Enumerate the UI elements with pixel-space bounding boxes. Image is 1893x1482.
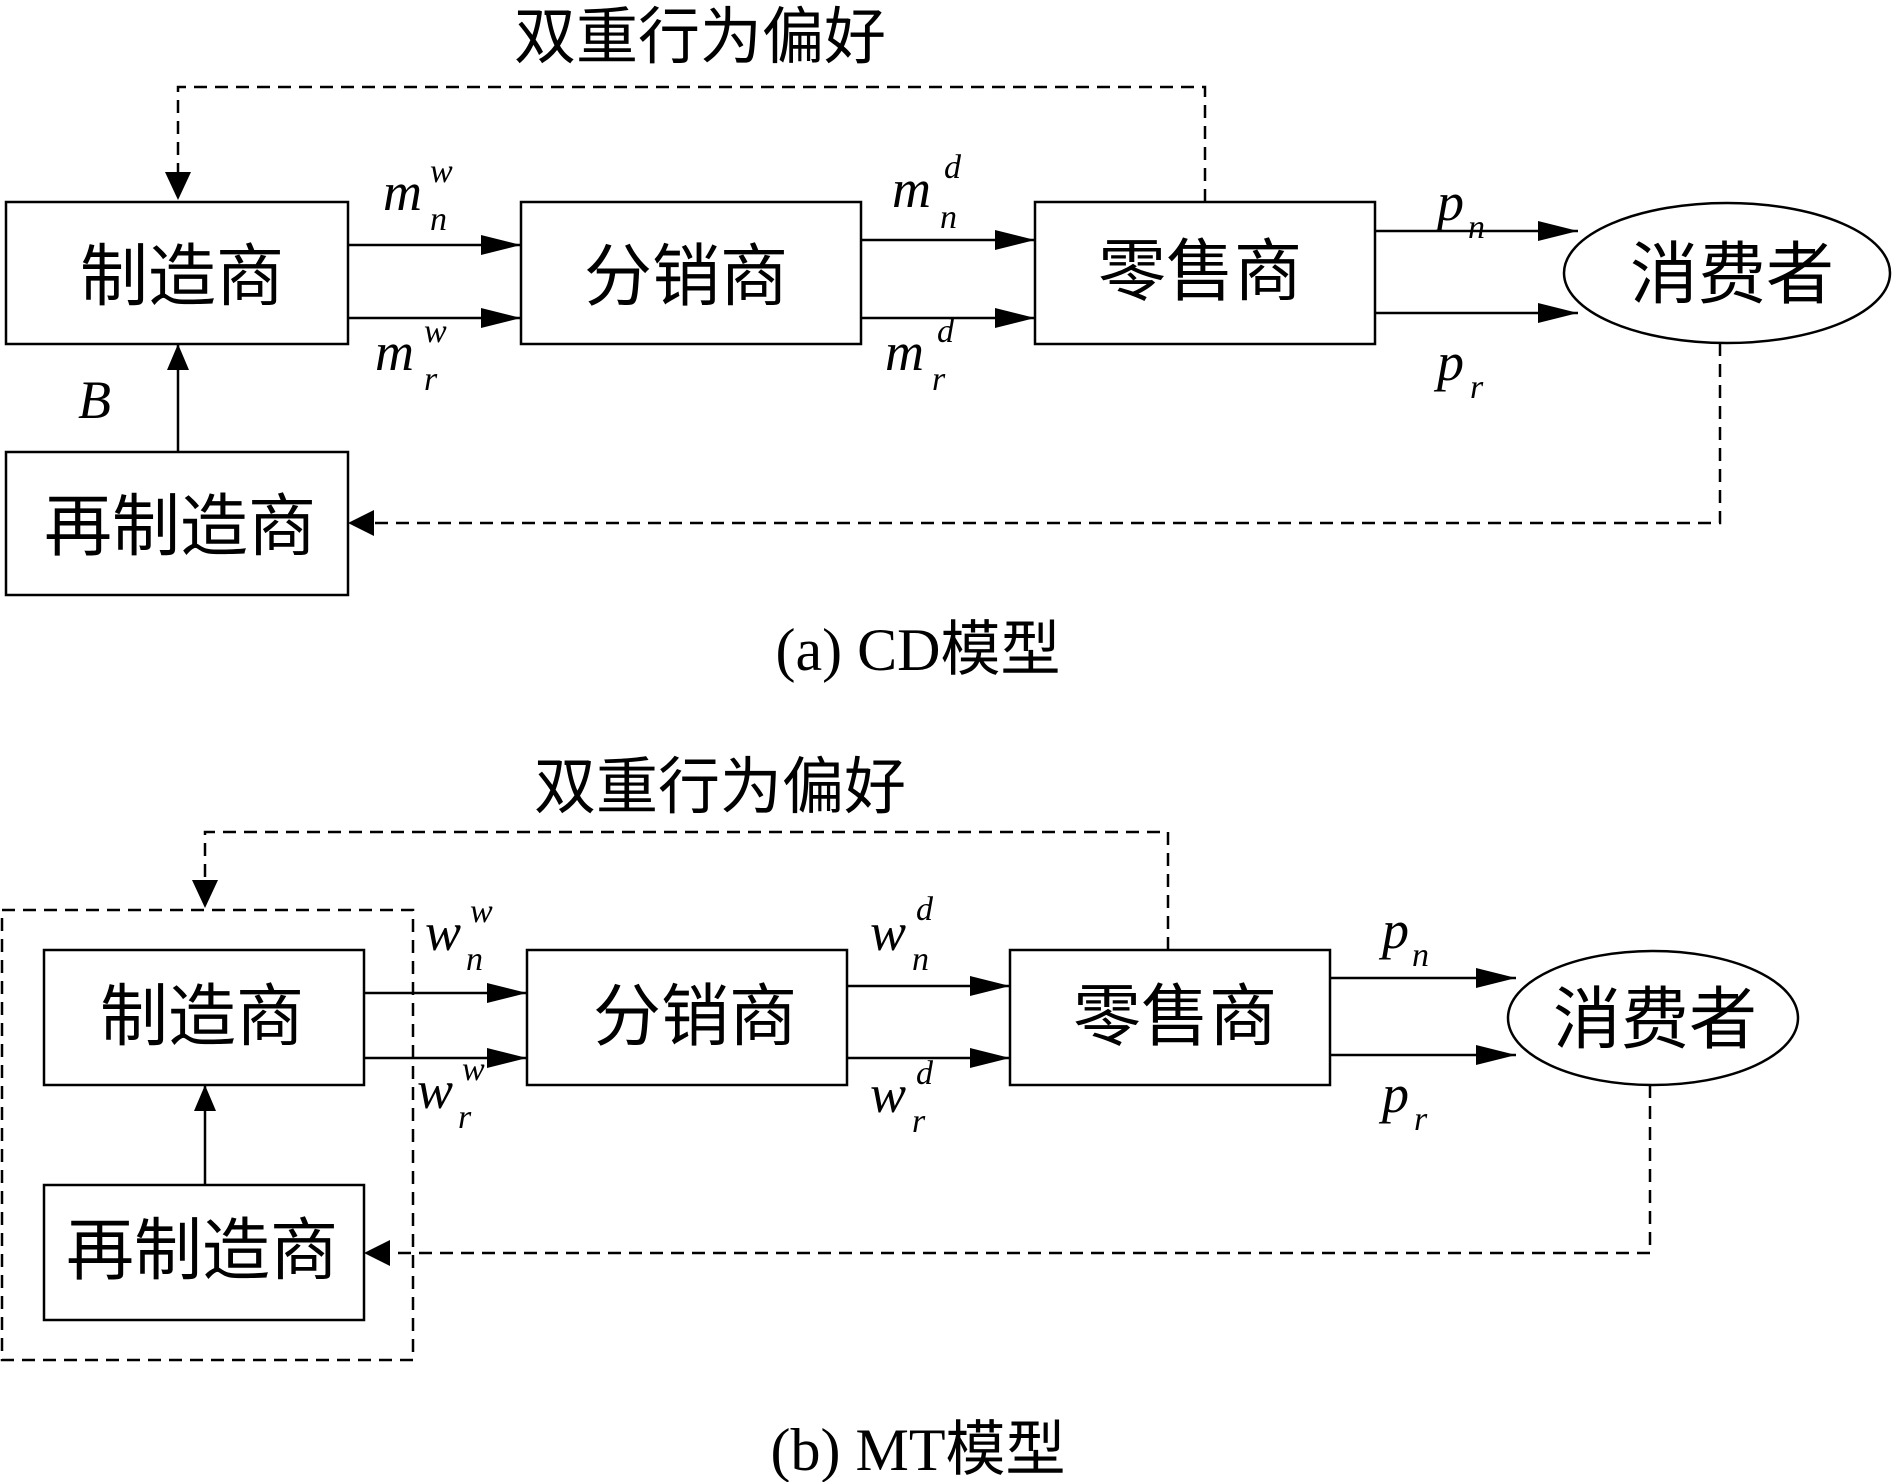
panel-b-distributor-node: 分销商 bbox=[525, 948, 849, 1087]
panel-b-preference-arrowhead bbox=[192, 880, 218, 908]
panel-a-label-m-n-d: m d n bbox=[892, 149, 965, 236]
panel-a-preference-label: 双重行为偏好 bbox=[514, 0, 886, 73]
panel-b-label-p-n: p n bbox=[1378, 900, 1429, 974]
panel-b-return-flow-line bbox=[384, 1085, 1652, 1255]
panel-b-caption: (b) MT模型 bbox=[771, 1417, 1066, 1482]
panel-a-preference-arrowhead bbox=[165, 172, 191, 200]
panel-a-label-p-n: p n bbox=[1433, 172, 1485, 246]
panel-b-label-w-r-d: w d r bbox=[870, 1055, 937, 1140]
panel-a-retailer-node: 零售商 bbox=[1033, 200, 1377, 346]
panel-a-label-m-r-w: m w r bbox=[375, 313, 451, 398]
panel-b-mt-model: 双重行为偏好 制造商 分销商 零售商 消费者 再制造商 bbox=[0, 750, 1800, 1482]
panel-a-return-flow-line bbox=[368, 343, 1722, 525]
panel-a-manufacturer-label: 制造商 bbox=[80, 238, 284, 317]
panel-a-label-m-n-w: m w n bbox=[383, 153, 457, 238]
panel-a-retailer-label: 零售商 bbox=[1098, 233, 1302, 312]
panel-b-remanufacturer-node: 再制造商 bbox=[42, 1183, 366, 1322]
panel-a-preference-feedback-line bbox=[176, 85, 1207, 202]
panel-a-label-b: B bbox=[78, 370, 111, 430]
panel-a-label-m-r-d: m d r bbox=[885, 313, 958, 398]
panel-b-distributor-label: 分销商 bbox=[593, 978, 797, 1057]
panel-a-label-p-r: p r bbox=[1433, 332, 1484, 406]
panel-b-preference-feedback-line bbox=[203, 830, 1170, 950]
panel-a-remanufacturer-label: 再制造商 bbox=[44, 488, 316, 567]
panel-b-return-arrowhead bbox=[364, 1240, 390, 1266]
panel-b-retailer-node: 零售商 bbox=[1008, 948, 1332, 1087]
panel-a-consumer-label: 消费者 bbox=[1630, 236, 1834, 315]
panel-b-consumer-label: 消费者 bbox=[1553, 981, 1757, 1060]
panel-a-consumer-node: 消费者 bbox=[1562, 201, 1892, 345]
panel-b-label-w-r-w: w w r bbox=[417, 1051, 489, 1136]
panel-b-integrated-manufacturer-boundary bbox=[0, 908, 415, 1362]
panel-a-distributor-label: 分销商 bbox=[584, 238, 788, 317]
panel-a-distributor-node: 分销商 bbox=[519, 200, 863, 346]
panel-b-label-w-n-d: w d n bbox=[870, 891, 937, 978]
panel-a-cd-model: 双重行为偏好 制造商 分销商 零售商 消费者 再制造商 bbox=[4, 0, 1892, 683]
panel-b-remanufacturer-label: 再制造商 bbox=[66, 1212, 338, 1291]
panel-b-retailer-label: 零售商 bbox=[1073, 978, 1277, 1057]
panel-b-manufacturer-label: 制造商 bbox=[100, 978, 304, 1057]
panel-b-preference-label: 双重行为偏好 bbox=[534, 750, 906, 823]
panel-b-manufacturer-node: 制造商 bbox=[42, 948, 366, 1087]
panel-b-consumer-node: 消费者 bbox=[1506, 949, 1800, 1087]
panel-b-label-p-r: p r bbox=[1378, 1064, 1428, 1138]
panel-a-return-arrowhead bbox=[348, 510, 374, 536]
panel-a-remanufacturer-node: 再制造商 bbox=[4, 450, 350, 597]
panel-b-label-w-n-w: w w n bbox=[425, 893, 497, 978]
panel-a-manufacturer-node: 制造商 bbox=[4, 200, 350, 346]
panel-a-caption: (a) CD模型 bbox=[776, 617, 1061, 683]
